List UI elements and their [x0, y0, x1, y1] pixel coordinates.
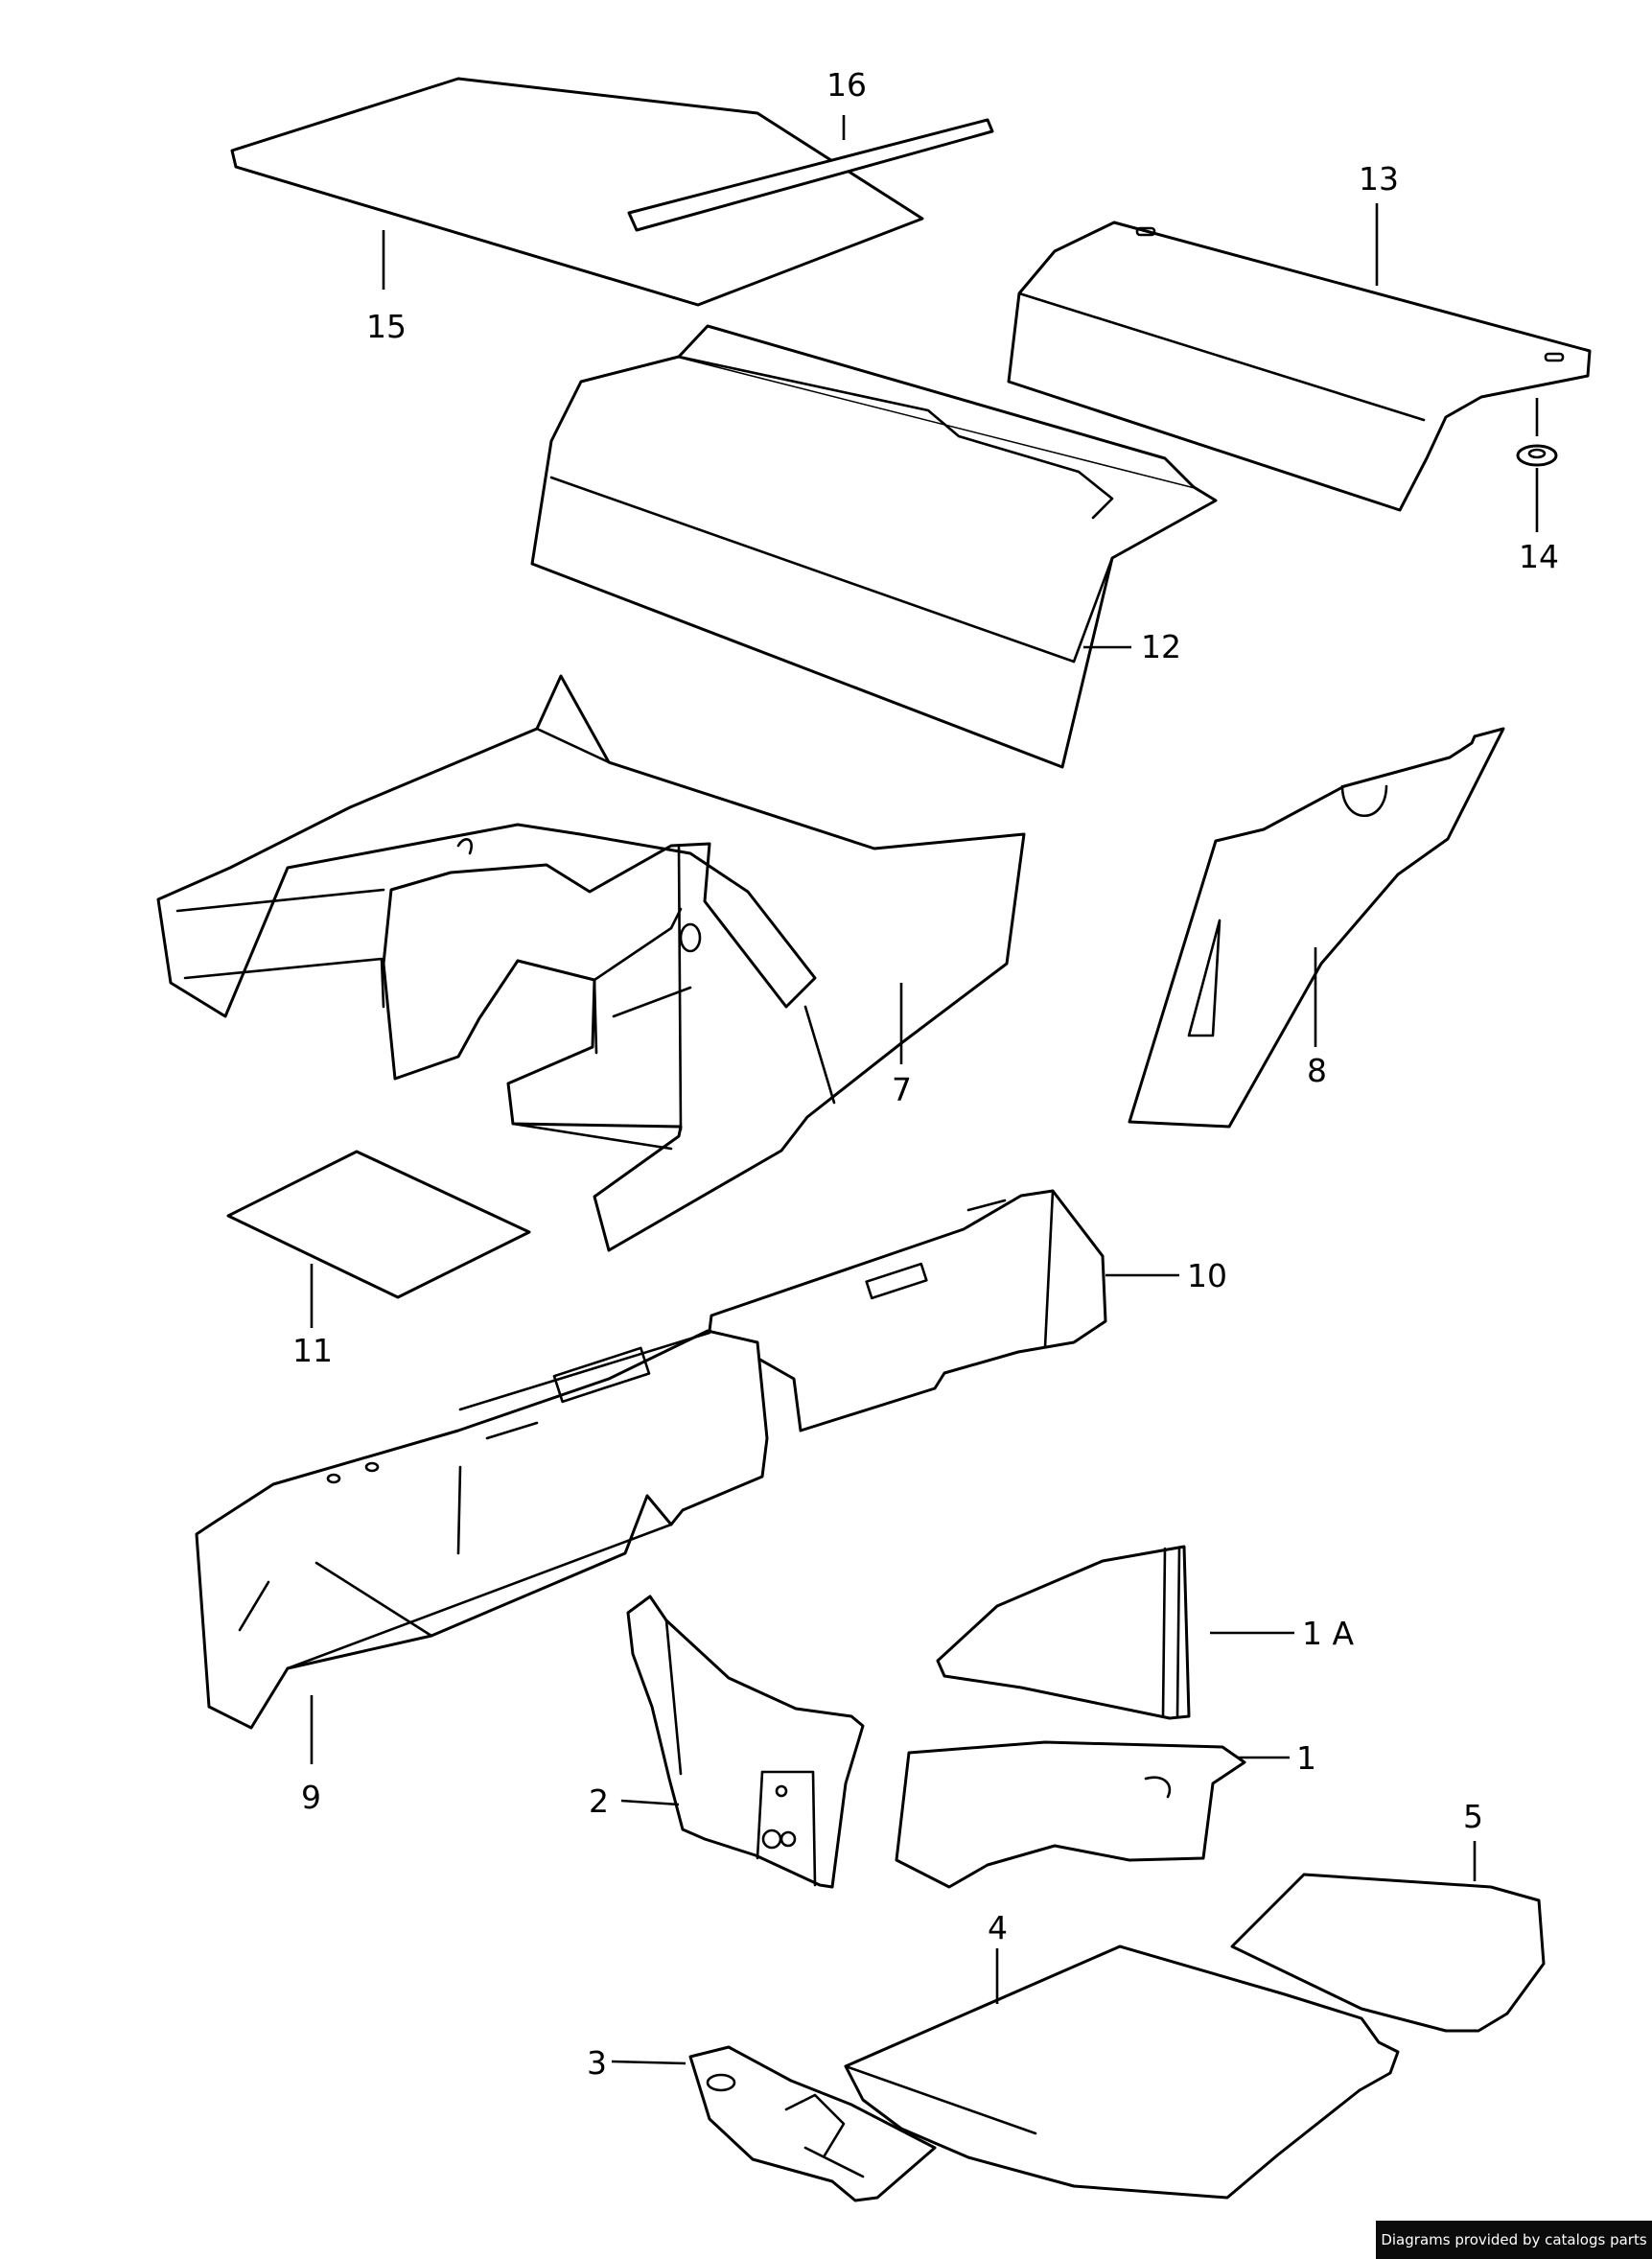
part-14-clip — [1516, 444, 1558, 467]
part-13-shelf-panel — [1007, 221, 1592, 512]
part-9-tunnel-carpet — [195, 1329, 769, 1730]
callout-5: 5 — [1463, 1798, 1483, 1835]
callout-3: 3 — [587, 2044, 607, 2082]
part-3-lower-piece — [688, 2045, 937, 2202]
callout-12: 12 — [1141, 628, 1181, 665]
callout-4: 4 — [988, 1909, 1008, 1946]
callout-8: 8 — [1307, 1052, 1327, 1089]
part-7-floor-carpet — [156, 674, 1026, 1252]
part-10-front-tunnel — [708, 1189, 1107, 1432]
credit-badge: Diagrams provided by catalogs parts — [1376, 2221, 1652, 2259]
part-2-bracket — [626, 1595, 865, 1889]
leader-lines — [310, 115, 1539, 2065]
callout-labels: 16 15 13 14 12 7 8 11 10 9 1 A 1 2 5 4 3 — [292, 66, 1559, 2082]
callout-13: 13 — [1359, 160, 1399, 198]
callout-15: 15 — [366, 308, 407, 345]
leader-3 — [611, 2060, 686, 2065]
callout-1a: 1 A — [1302, 1615, 1354, 1652]
callout-16: 16 — [826, 66, 867, 104]
part-12-bulkhead — [530, 324, 1218, 769]
part-5-mat — [1230, 1873, 1546, 2033]
part-1a-side-panel — [936, 1545, 1191, 1720]
part-4-floor-mat — [844, 1945, 1400, 2200]
callout-1: 1 — [1296, 1739, 1316, 1777]
callout-9: 9 — [301, 1779, 321, 1816]
part-1-side-panel — [895, 1740, 1246, 1889]
part-16-strip — [627, 118, 994, 232]
part-8-side-trim — [1128, 727, 1505, 1129]
part-11-pad — [226, 1150, 531, 1299]
callout-7: 7 — [892, 1071, 912, 1108]
callout-10: 10 — [1187, 1257, 1227, 1294]
callout-11: 11 — [292, 1332, 333, 1369]
callout-2: 2 — [589, 1782, 609, 1820]
part-15-mat — [230, 77, 924, 307]
callout-14: 14 — [1519, 538, 1559, 575]
leader-2 — [620, 1799, 680, 1806]
